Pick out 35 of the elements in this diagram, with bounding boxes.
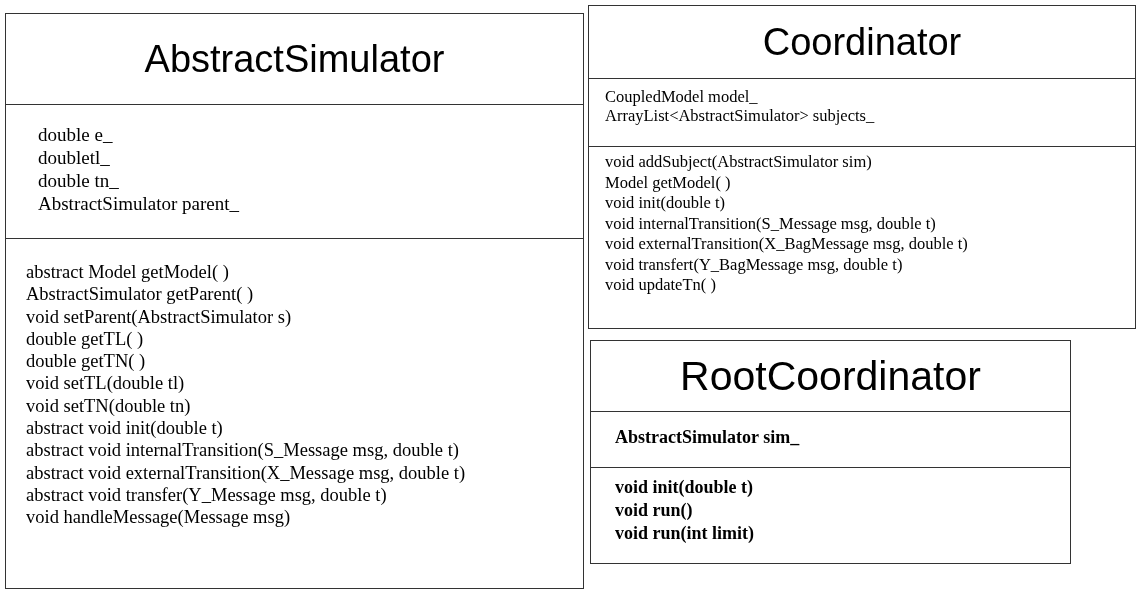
method-text: void init(double t) [605,193,726,214]
attribute-text: ArrayList<AbstractSimulator> subjects_ [605,106,875,125]
attribute-text: doubletl_ [38,146,110,169]
class-box [588,5,1136,329]
method-text: void setTL(double tl) [26,372,185,395]
attribute-text: CoupledModel model_ [605,87,758,106]
method-text: abstract void init(double t) [26,417,223,440]
method-text: void transfert(Y_BagMessage msg, double t) [605,254,903,275]
method-text: void internalTransition(S_Message msg, double t) [605,213,936,234]
method-text: void externalTransition(X_BagMessage msg, double t) [605,234,968,255]
attribute-text: AbstractSimulator parent_ [38,192,240,215]
method-text: void handleMessage(Message msg) [26,506,291,529]
method-text: void run() [615,499,693,522]
method-text: void init(double t) [615,476,754,499]
method-text: AbstractSimulator getParent( ) [26,283,254,306]
method-text: abstract void transfer(Y_Message msg, double t) [26,483,387,507]
class-box [5,13,584,589]
class-name: Coordinator [761,20,963,65]
method-text: void run(int limit) [615,522,754,545]
method-text: double getTL( ) [26,327,144,351]
attribute-text: AbstractSimulator sim_ [615,426,800,448]
method-text: Model getModel( ) [605,172,731,193]
class-name: RootCoordinator [679,352,982,401]
attribute-text: double e_ [38,123,113,146]
method-text: void addSubject(AbstractSimulator sim) [605,152,872,173]
method-text: abstract void externalTransition(X_Message msg, double t) [26,461,466,484]
class-name: AbstractSimulator [143,37,446,82]
attribute-text: double tn_ [38,169,119,192]
method-text: abstract void internalTransition(S_Message msg, double t) [26,439,459,462]
method-text: void setParent(AbstractSimulator s) [26,305,292,328]
class-box [590,340,1071,564]
method-text: double getTN( ) [26,350,146,373]
method-text: void setTN(double tn) [26,394,191,418]
method-text: abstract Model getModel( ) [26,261,229,284]
method-text: void updateTn( ) [605,275,716,296]
